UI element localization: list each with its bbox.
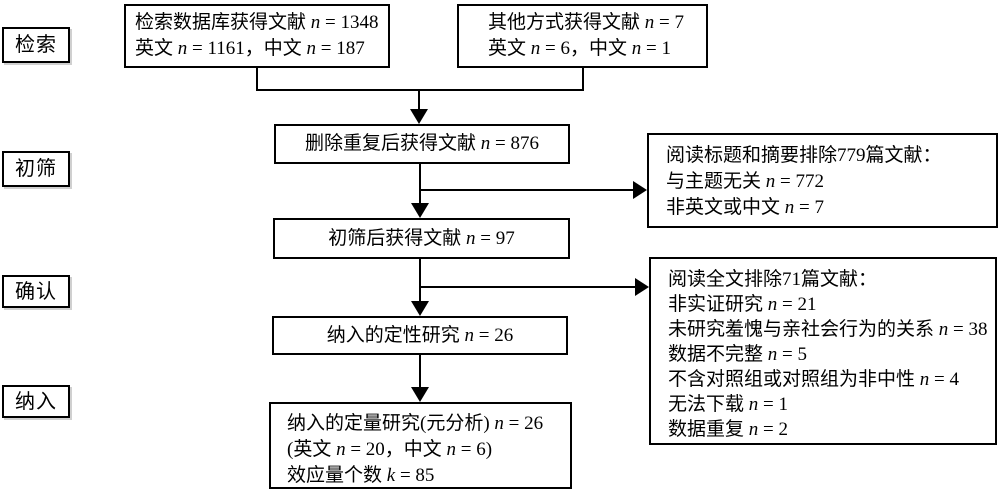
text-line: 未研究羞愧与亲社会行为的关系 n = 38 — [668, 319, 988, 340]
arrow-down-icon — [411, 301, 429, 316]
text-line: 初筛后获得文献 n = 97 — [328, 227, 515, 249]
connector-other-down — [582, 67, 584, 91]
stage-label-inclusion: 纳入 — [2, 385, 70, 418]
node-after-initial-screening: 初筛后获得文献 n = 97 — [273, 218, 570, 259]
stage-label-search: 检索 — [2, 27, 70, 63]
connector-db-down — [256, 67, 258, 91]
node-other-sources: 其他方式获得文献 n = 7 英文 n = 6，中文 n = 1 — [457, 4, 708, 68]
stage-label-initial-screening: 初筛 — [2, 151, 70, 187]
text-line: 英文 n = 6，中文 n = 1 — [488, 38, 671, 59]
connector-merge-horizontal — [256, 89, 584, 91]
text-line: 数据重复 n = 2 — [668, 419, 788, 440]
arrow-right-icon — [633, 181, 647, 199]
arrow-right-icon — [635, 278, 649, 296]
node-fulltext-exclusion: 阅读全文排除71篇文献： 非实证研究 n = 21 未研究羞愧与亲社会行为的关系 n… — [649, 257, 997, 445]
stage-label-text: 初筛 — [15, 158, 57, 180]
arrow-down-icon — [411, 387, 429, 402]
stage-label-confirmation: 确认 — [2, 275, 70, 308]
text-line: 阅读全文排除71篇文献： — [668, 269, 878, 290]
text-line: 英文 n = 1161，中文 n = 187 — [135, 38, 365, 59]
text-line: 纳入的定性研究 n = 26 — [326, 324, 514, 346]
arrow-down-icon — [411, 203, 429, 218]
connector-dedup-down — [419, 163, 421, 204]
node-quantitative-included: 纳入的定量研究(元分析) n = 26 (英文 n = 20，中文 n = 6) 效… — [269, 402, 572, 489]
stage-label-text: 检索 — [15, 34, 57, 56]
node-qualitative-included: 纳入的定性研究 n = 26 — [272, 316, 568, 355]
text-line: 效应量个数 k = 85 — [287, 465, 435, 486]
text-line: 数据不完整 n = 5 — [668, 344, 807, 365]
node-title-abstract-exclusion: 阅读标题和摘要排除779篇文献： 与主题无关 n = 772 非英文或中文 n = … — [647, 133, 998, 228]
connector-screened-down — [419, 258, 421, 302]
text-line: 与主题无关 n = 772 — [666, 171, 824, 192]
text-line: 删除重复后获得文献 n = 876 — [305, 133, 539, 154]
stage-label-text: 确认 — [15, 280, 57, 303]
connector-branch-exclusion1 — [419, 189, 634, 191]
text-line: (英文 n = 20，中文 n = 6) — [287, 439, 493, 460]
text-line: 纳入的定量研究(元分析) n = 26 — [287, 413, 544, 434]
text-line: 无法下载 n = 1 — [668, 394, 788, 415]
arrow-down-icon — [410, 109, 428, 124]
text-line: 不含对照组或对照组为非中性 n = 4 — [668, 369, 959, 390]
text-line: 检索数据库获得文献 n = 1348 — [135, 12, 379, 33]
text-line: 阅读标题和摘要排除779篇文献： — [666, 145, 942, 166]
node-database-search: 检索数据库获得文献 n = 1348 英文 n = 1161，中文 n = 187 — [124, 4, 390, 68]
connector-branch-exclusion2 — [419, 286, 636, 288]
connector-qual-down — [419, 353, 421, 388]
stage-label-text: 纳入 — [15, 390, 57, 413]
node-after-dedup: 删除重复后获得文献 n = 876 — [274, 124, 570, 164]
text-line: 非实证研究 n = 21 — [668, 294, 817, 315]
connector-merge-down — [418, 89, 420, 111]
text-line: 非英文或中文 n = 7 — [666, 197, 824, 218]
text-line: 其他方式获得文献 n = 7 — [488, 12, 684, 33]
